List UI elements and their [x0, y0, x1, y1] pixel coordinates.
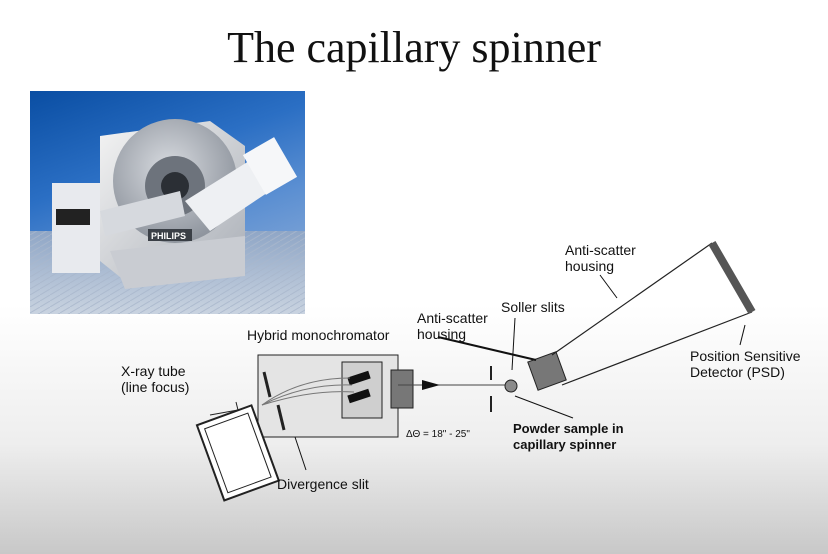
anti-scatter-leader — [437, 336, 537, 361]
beam-path-2 — [261, 384, 353, 406]
leader-powder — [514, 395, 574, 419]
soller-slit-block — [527, 351, 567, 391]
beam-path-3 — [261, 391, 355, 406]
anti-scatter-housing-block — [390, 369, 414, 409]
beam-path-1 — [261, 377, 351, 406]
label-xray-tube: X-ray tube(line focus) — [121, 363, 190, 395]
divergence-slit-lower — [276, 404, 286, 431]
diffractometer-photo: PHILIPS — [30, 91, 305, 314]
leader-divergence — [294, 436, 307, 471]
fan-line-upper — [551, 242, 713, 356]
tube-focus-mark — [209, 401, 239, 416]
divergence-slit-upper — [262, 371, 272, 398]
label-divergence-slit: Divergence slit — [277, 476, 369, 492]
label-delta-theta: ΔΘ = 18" - 25" — [406, 429, 470, 440]
beam-arrow — [422, 380, 440, 390]
leader-soller-slits — [511, 317, 516, 371]
powder-sample — [504, 379, 518, 393]
leader-psd — [739, 324, 746, 346]
label-hybrid-monochromator: Hybrid monochromator — [247, 327, 390, 343]
philips-logo-text: PHILIPS — [151, 231, 186, 241]
monochromator-crystal-2 — [347, 388, 371, 404]
slide-title: The capillary spinner — [227, 23, 601, 72]
xray-tube — [195, 404, 281, 502]
monochromator-crystal-1 — [347, 370, 371, 386]
leader-anti-scatter-top — [599, 274, 618, 299]
label-soller-slits: Soller slits — [501, 299, 565, 315]
monochromator-crystal-box — [341, 361, 383, 419]
position-sensitive-detector — [708, 240, 756, 315]
fan-line-lower — [561, 311, 753, 386]
